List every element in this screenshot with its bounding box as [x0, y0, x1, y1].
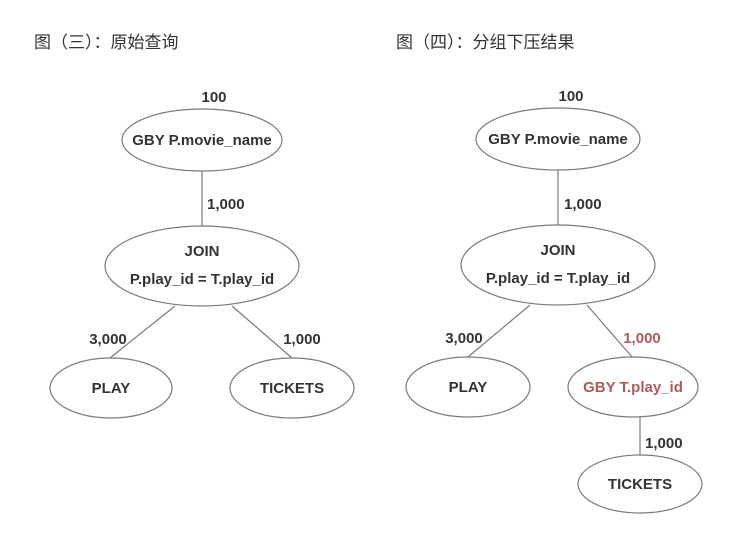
left-edge-join-play: [109, 305, 176, 359]
left-join-label: JOIN: [184, 243, 219, 260]
right-gby-count: 100: [558, 88, 583, 105]
left-tickets-label: TICKETS: [260, 380, 324, 397]
left-play-label: PLAY: [92, 380, 131, 397]
left-join-node: [104, 225, 300, 307]
right-join-label: JOIN: [540, 242, 575, 259]
right-tree: 100 GBY P.movie_name 1,000 JOIN P.play_i…: [405, 88, 703, 514]
right-tickets-count: 1,000: [645, 435, 683, 452]
right-join-node: [460, 224, 656, 306]
right-gby-label: GBY P.movie_name: [488, 131, 628, 148]
left-tree: 100 GBY P.movie_name 1,000 JOIN P.play_i…: [49, 89, 355, 419]
left-diagram-caption: 图（三）：原始查询: [34, 33, 179, 53]
right-edge-join-gby2: [586, 304, 633, 358]
right-join-count: 1,000: [564, 196, 602, 213]
right-tickets-node: [577, 454, 703, 514]
right-play-node: [405, 356, 531, 418]
right-gby2-count: 1,000: [623, 330, 661, 347]
left-gby-count: 100: [201, 89, 226, 106]
right-diagram-caption: 图（四）：分组下压结果: [396, 33, 575, 53]
right-edge-join-play: [467, 304, 531, 358]
right-gby2-label: GBY T.play_id: [583, 379, 683, 396]
left-tickets-count: 1,000: [283, 331, 321, 348]
left-play-node: [49, 357, 173, 419]
right-play-label: PLAY: [449, 379, 488, 396]
right-gby2-node: [567, 356, 699, 418]
left-tickets-node: [229, 357, 355, 419]
left-gby-node: [121, 108, 283, 172]
left-join-condition: P.play_id = T.play_id: [130, 271, 274, 288]
left-play-count: 3,000: [89, 331, 127, 348]
right-gby-node: [475, 107, 641, 171]
left-join-count: 1,000: [207, 196, 245, 213]
left-edge-join-tickets: [231, 305, 293, 359]
left-gby-label: GBY P.movie_name: [132, 132, 272, 149]
right-play-count: 3,000: [445, 330, 483, 347]
right-join-condition: P.play_id = T.play_id: [486, 270, 630, 287]
right-tickets-label: TICKETS: [608, 476, 672, 493]
